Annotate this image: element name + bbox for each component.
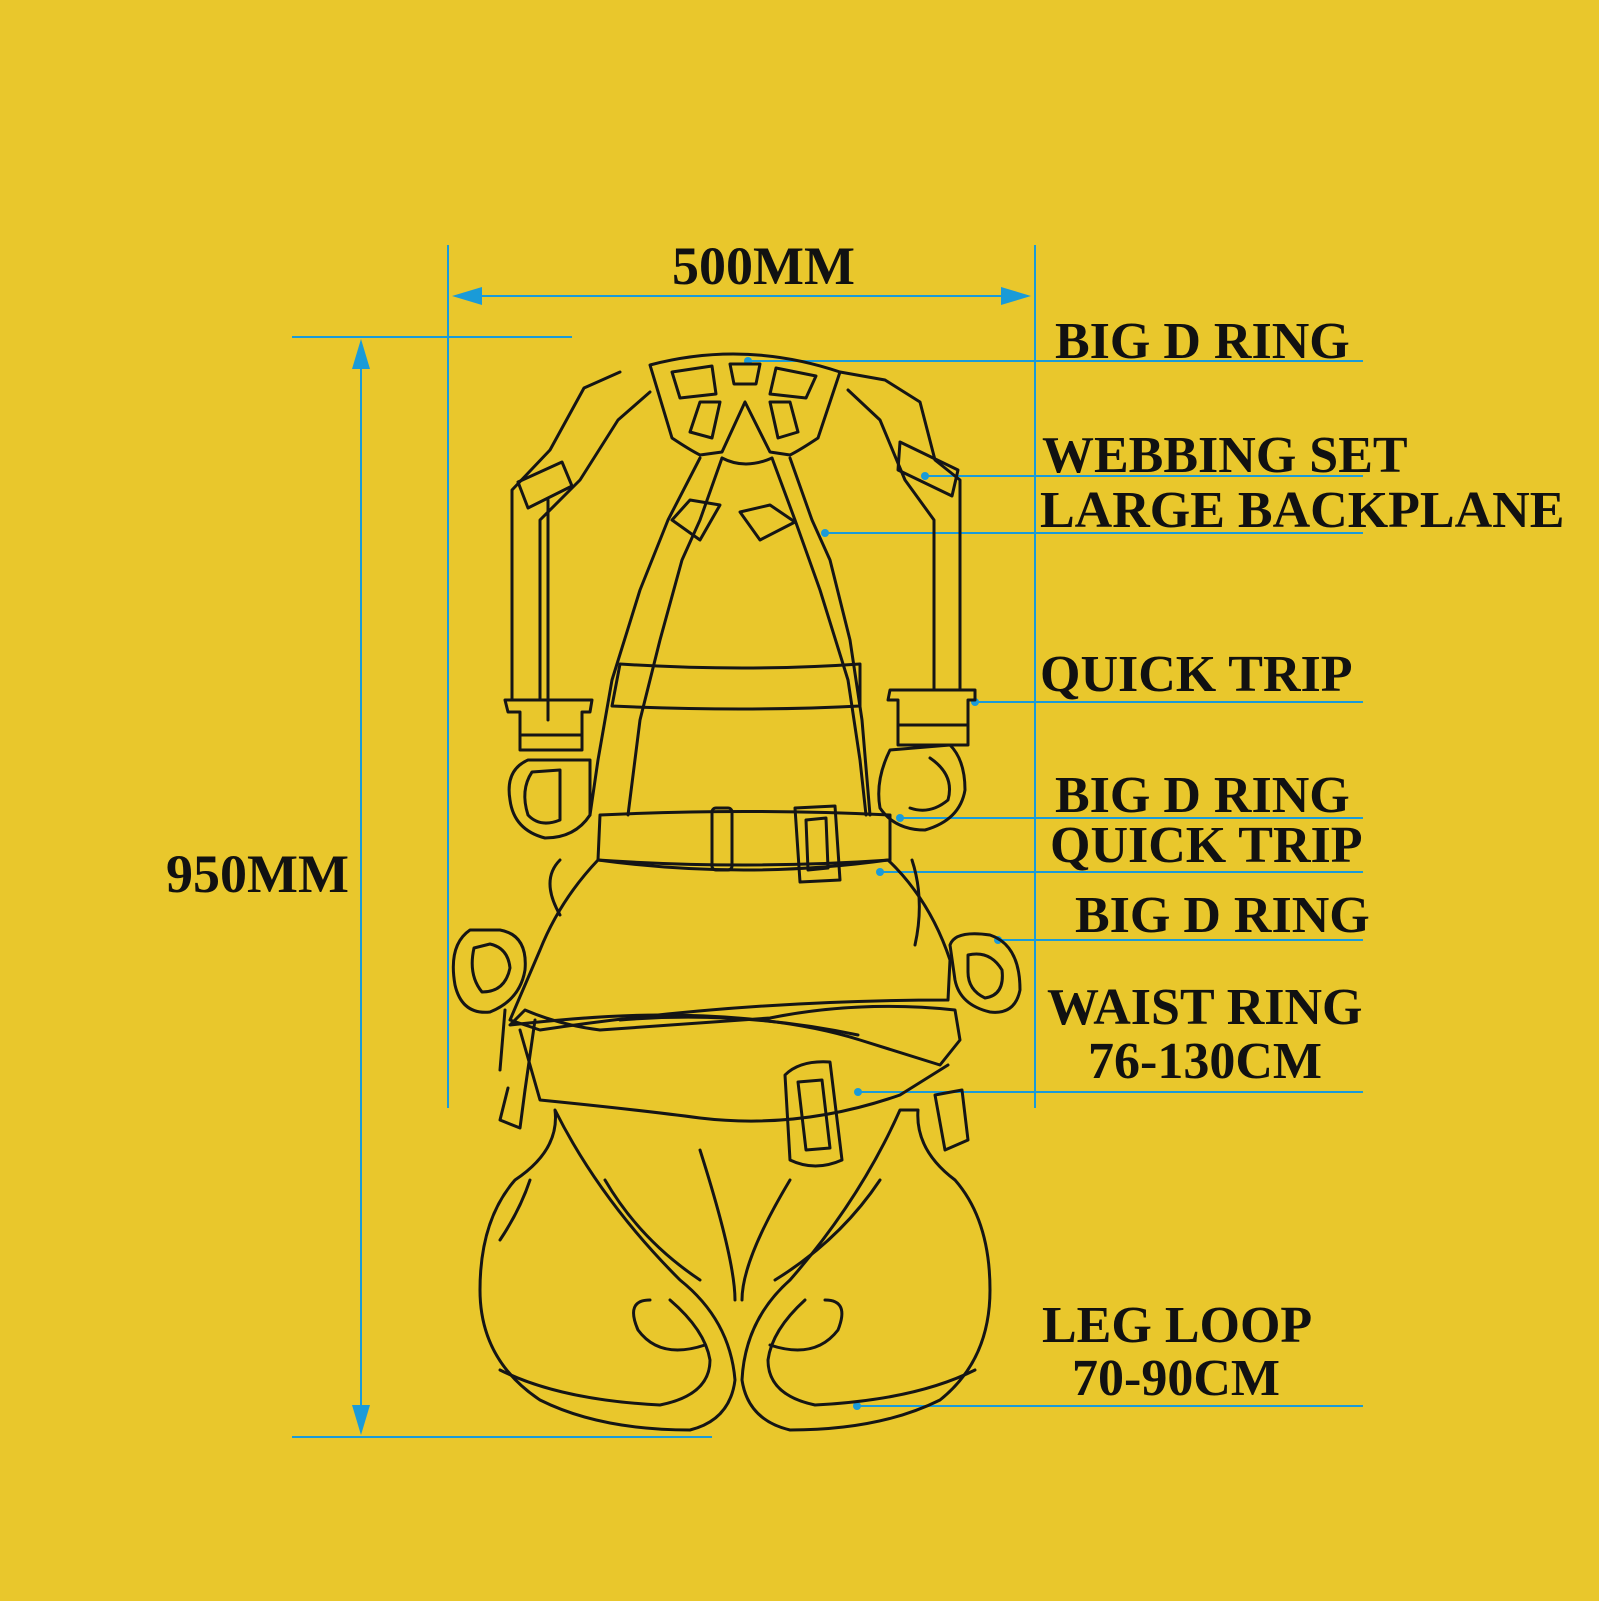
chest-cross-strap bbox=[610, 662, 862, 711]
right-d-ring bbox=[877, 743, 967, 832]
chest-strap-left bbox=[588, 456, 702, 817]
label-chest-d-ring: BIG D RING bbox=[1055, 767, 1350, 824]
dimension-lines bbox=[292, 245, 1363, 1438]
label-quick-trip-upper: QUICK TRIP bbox=[1040, 646, 1353, 703]
waist-belt bbox=[508, 1004, 962, 1067]
label-waist-range: 76-130CM bbox=[1088, 1033, 1322, 1090]
width-dimension-label: 500MM bbox=[672, 236, 855, 296]
label-webbing-set: WEBBING SET bbox=[1042, 427, 1408, 484]
left-quick-trip bbox=[503, 698, 594, 752]
height-dimension-label: 950MM bbox=[166, 844, 349, 904]
right-leg-loop bbox=[740, 1108, 992, 1432]
label-leg-loop: LEG LOOP bbox=[1042, 1297, 1313, 1354]
label-side-d-ring: BIG D RING bbox=[1075, 887, 1370, 944]
chest-quick-trip bbox=[793, 804, 842, 884]
right-side-ring bbox=[948, 932, 1022, 1014]
label-top-d-ring: BIG D RING bbox=[1055, 313, 1350, 370]
chest-belt bbox=[596, 810, 892, 867]
right-quick-trip bbox=[886, 688, 977, 747]
right-shoulder-strap bbox=[838, 370, 962, 692]
left-d-ring bbox=[507, 758, 592, 840]
torso-plate bbox=[508, 858, 952, 1032]
back-plate bbox=[648, 352, 842, 457]
chest-strap-right bbox=[770, 456, 868, 817]
harness-outline bbox=[451, 352, 1022, 1432]
label-leg-range: 70-90CM bbox=[1072, 1350, 1280, 1407]
waist-buckle bbox=[783, 1060, 844, 1168]
left-leg-loop bbox=[478, 1108, 737, 1432]
label-quick-trip-lower: QUICK TRIP bbox=[1050, 817, 1363, 874]
label-large-backplane: LARGE BACKPLANE bbox=[1040, 482, 1565, 539]
label-waist-ring: WAIST RING bbox=[1047, 979, 1363, 1036]
left-shoulder-strap bbox=[510, 370, 652, 702]
left-side-ring bbox=[451, 928, 527, 1014]
